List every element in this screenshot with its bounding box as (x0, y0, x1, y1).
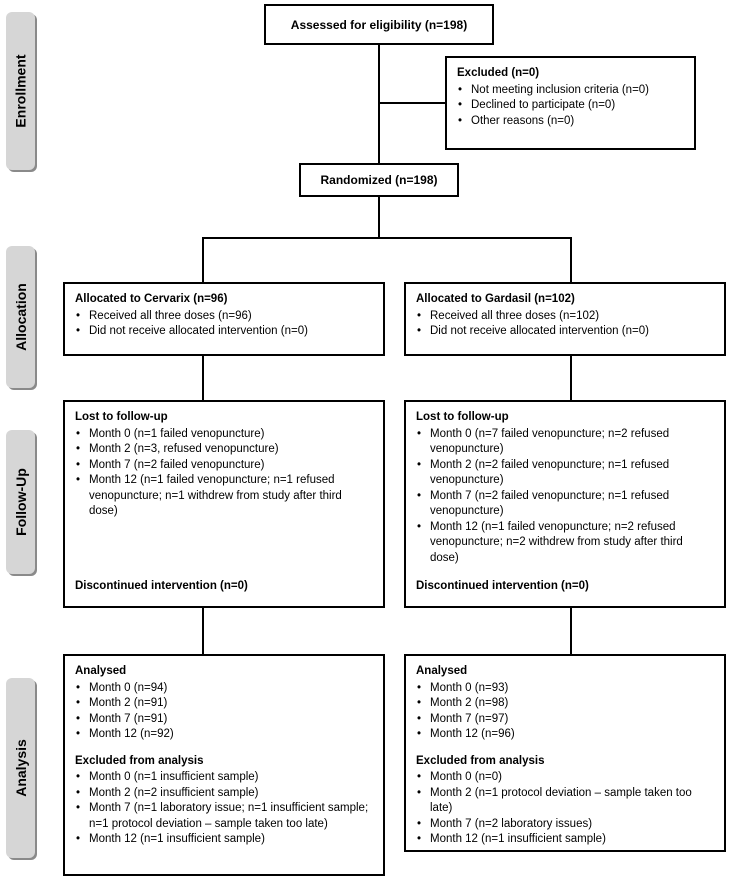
list-item: Month 7 (n=91) (75, 712, 373, 728)
gardasil-allocation-list: Received all three doses (n=102) Did not… (416, 309, 714, 340)
gardasil-excluded-analysis-title: Excluded from analysis (416, 754, 545, 767)
list-item: Month 2 (n=2 insufficient sample) (75, 786, 373, 802)
gardasil-allocation-title: Allocated to Gardasil (n=102) (416, 293, 575, 305)
list-item: Month 12 (n=1 insufficient sample) (416, 832, 714, 848)
stage-enrollment: Enrollment (6, 12, 35, 170)
gardasil-followup-title: Lost to follow-up (416, 411, 509, 423)
cervarix-analysis-box: Analysed Month 0 (n=94) Month 2 (n=91) M… (63, 654, 385, 876)
list-item: Month 2 (n=98) (416, 696, 714, 712)
randomized-box: Randomized (n=198) (299, 163, 459, 197)
list-item: Month 12 (n=1 insufficient sample) (75, 832, 373, 848)
list-item: Month 2 (n=91) (75, 696, 373, 712)
cervarix-excluded-analysis-title: Excluded from analysis (75, 754, 204, 767)
gardasil-allocation-box: Allocated to Gardasil (n=102) Received a… (404, 282, 726, 356)
list-item: Month 2 (n=1 protocol deviation – sample… (416, 786, 714, 817)
assessed-text: Assessed for eligibility (n=198) (290, 17, 468, 32)
stage-allocation: Allocation (6, 246, 35, 388)
stage-enrollment-label: Enrollment (12, 54, 29, 128)
cervarix-analysed-title: Analysed (75, 665, 127, 677)
list-item: Received all three doses (n=102) (416, 309, 714, 325)
gardasil-followup-list: Month 0 (n=7 failed venopuncture; n=2 re… (416, 427, 714, 567)
list-item: Not meeting inclusion criteria (n=0) (457, 83, 684, 99)
stage-followup-label: Follow-Up (12, 468, 29, 536)
list-item: Month 0 (n=94) (75, 681, 373, 697)
gardasil-followup-box: Lost to follow-up Month 0 (n=7 failed ve… (404, 400, 726, 608)
list-item: Month 0 (n=7 failed venopuncture; n=2 re… (416, 427, 714, 458)
excluded-title: Excluded (n=0) (457, 67, 540, 79)
list-item: Month 12 (n=1 failed venopuncture; n=2 r… (416, 520, 714, 567)
list-item: Month 2 (n=2 failed venopuncture; n=1 re… (416, 458, 714, 489)
cervarix-followup-box: Lost to follow-up Month 0 (n=1 failed ve… (63, 400, 385, 608)
list-item: Month 12 (n=96) (416, 727, 714, 743)
stage-analysis-label: Analysis (12, 739, 29, 797)
list-item: Declined to participate (n=0) (457, 98, 684, 114)
list-item: Received all three doses (n=96) (75, 309, 373, 325)
cervarix-allocation-title: Allocated to Cervarix (n=96) (75, 293, 228, 305)
gardasil-analysis-box: Analysed Month 0 (n=93) Month 2 (n=98) M… (404, 654, 726, 852)
list-item: Month 12 (n=1 failed venopuncture; n=1 r… (75, 473, 373, 520)
list-item: Month 0 (n=0) (416, 770, 714, 786)
list-item: Month 0 (n=1 insufficient sample) (75, 770, 373, 786)
randomized-text: Randomized (n=198) (320, 173, 438, 187)
cervarix-allocation-list: Received all three doses (n=96) Did not … (75, 309, 373, 340)
gardasil-analysed-list: Month 0 (n=93) Month 2 (n=98) Month 7 (n… (416, 681, 714, 743)
gardasil-excluded-analysis-list: Month 0 (n=0) Month 2 (n=1 protocol devi… (416, 770, 714, 848)
stage-allocation-label: Allocation (12, 283, 29, 351)
gardasil-analysed-title: Analysed (416, 665, 468, 677)
assessed-box: Assessed for eligibility (n=198) (264, 4, 494, 45)
list-item: Did not receive allocated intervention (… (75, 324, 373, 340)
cervarix-discontinued: Discontinued intervention (n=0) (75, 580, 248, 592)
list-item: Did not receive allocated intervention (… (416, 324, 714, 340)
list-item: Month 0 (n=1 failed venopuncture) (75, 427, 373, 443)
excluded-list: Not meeting inclusion criteria (n=0) Dec… (457, 83, 684, 130)
stage-analysis: Analysis (6, 678, 35, 858)
cervarix-followup-title: Lost to follow-up (75, 411, 168, 423)
stage-followup: Follow-Up (6, 430, 35, 574)
list-item: Month 7 (n=2 failed venopuncture) (75, 458, 373, 474)
cervarix-analysed-list: Month 0 (n=94) Month 2 (n=91) Month 7 (n… (75, 681, 373, 743)
list-item: Month 12 (n=92) (75, 727, 373, 743)
gardasil-discontinued: Discontinued intervention (n=0) (416, 580, 589, 592)
cervarix-allocation-box: Allocated to Cervarix (n=96) Received al… (63, 282, 385, 356)
cervarix-followup-list: Month 0 (n=1 failed venopuncture) Month … (75, 427, 373, 520)
list-item: Month 7 (n=97) (416, 712, 714, 728)
list-item: Month 0 (n=93) (416, 681, 714, 697)
list-item: Month 2 (n=3, refused venopuncture) (75, 442, 373, 458)
list-item: Month 7 (n=2 laboratory issues) (416, 817, 714, 833)
excluded-box: Excluded (n=0) Not meeting inclusion cri… (445, 56, 696, 150)
cervarix-excluded-analysis-list: Month 0 (n=1 insufficient sample) Month … (75, 770, 373, 848)
list-item: Other reasons (n=0) (457, 114, 684, 130)
list-item: Month 7 (n=2 failed venopuncture; n=1 re… (416, 489, 714, 520)
list-item: Month 7 (n=1 laboratory issue; n=1 insuf… (75, 801, 373, 832)
